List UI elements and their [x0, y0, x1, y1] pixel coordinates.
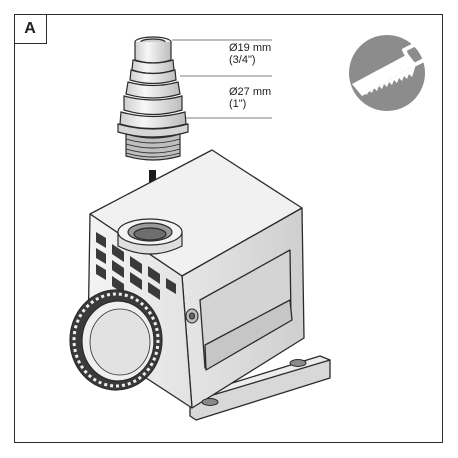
- saw-icon: [349, 35, 430, 111]
- dimension-inch-large: (1"): [229, 98, 247, 110]
- pump-outlet: [117, 218, 183, 255]
- dimension-leader-lines: [172, 39, 272, 119]
- dimension-label-large: Ø27 mm (1"): [229, 86, 271, 110]
- mounting-slots: [201, 359, 307, 406]
- panel-label: A: [14, 14, 47, 44]
- intake-slots: [96, 232, 176, 300]
- dimension-label-small: Ø19 mm (3/4"): [229, 42, 271, 66]
- hose-adapter: [117, 36, 189, 161]
- adapter-thread-lines: [125, 138, 181, 158]
- dimension-inch-small: (3/4"): [229, 54, 256, 66]
- dimension-size-small: Ø19 mm: [229, 42, 272, 54]
- side-screw: [185, 308, 199, 324]
- flow-control-knob: [69, 289, 163, 391]
- dimension-size-large: Ø27 mm: [229, 86, 272, 98]
